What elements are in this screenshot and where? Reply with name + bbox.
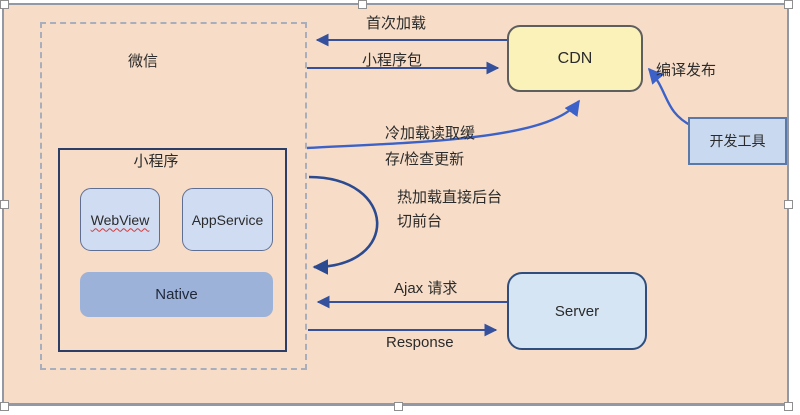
server-label: Server xyxy=(554,302,600,320)
curve-compile-publish xyxy=(647,67,693,128)
app-service-node: AppService xyxy=(182,188,273,251)
webview-node: WebView xyxy=(80,188,160,251)
selection-handle-bottom-right[interactable] xyxy=(784,402,793,411)
hot-load-edge-label-line2: 切前台 xyxy=(397,213,443,230)
compile-publish-edge-label: 编译发布 xyxy=(656,62,717,79)
cold-load-edge-label-line1: 冷加载读取缓 xyxy=(385,125,476,142)
cold-load-edge-label-line2: 存/检查更新 xyxy=(385,151,465,168)
native-label: Native xyxy=(155,286,198,303)
selection-handle-left-middle[interactable] xyxy=(0,200,9,209)
mini-program-package-edge-label: 小程序包 xyxy=(362,52,423,69)
wechat-label: 微信 xyxy=(127,53,158,70)
mini-program-container xyxy=(58,148,287,352)
selection-handle-bottom-middle[interactable] xyxy=(394,402,403,411)
hot-load-edge-label-line1: 热加载直接后台 xyxy=(397,189,503,206)
selection-handle-bottom-left[interactable] xyxy=(0,402,9,411)
app-service-label: AppService xyxy=(191,211,264,228)
selection-handle-right-middle[interactable] xyxy=(784,200,793,209)
mini-program-label: 小程序 xyxy=(133,153,179,170)
cdn-node: CDN xyxy=(507,25,643,92)
wechat-container xyxy=(40,22,307,370)
curve-hot-load xyxy=(308,175,379,275)
selection-handle-top-left[interactable] xyxy=(0,0,9,9)
selection-handle-top-right[interactable] xyxy=(784,0,793,9)
selection-handle-top-middle[interactable] xyxy=(358,0,367,9)
dev-tools-label: 开发工具 xyxy=(709,133,766,149)
webview-label: WebView xyxy=(90,211,150,228)
server-node: Server xyxy=(507,272,647,350)
dev-tools-node: 开发工具 xyxy=(688,117,787,165)
curve-cold-load xyxy=(306,99,580,150)
cdn-label: CDN xyxy=(557,49,593,67)
ajax-request-edge-label: Ajax 请求 xyxy=(394,280,458,297)
cold-load-edge-label: 冷加载读取缓 存/检查更新 xyxy=(385,121,475,173)
first-load-edge-label: 首次加载 xyxy=(366,15,427,32)
response-edge-label: Response xyxy=(386,334,454,351)
native-node: Native xyxy=(80,272,273,317)
hot-load-edge-label: 热加载直接后台 切前台 xyxy=(397,186,502,234)
